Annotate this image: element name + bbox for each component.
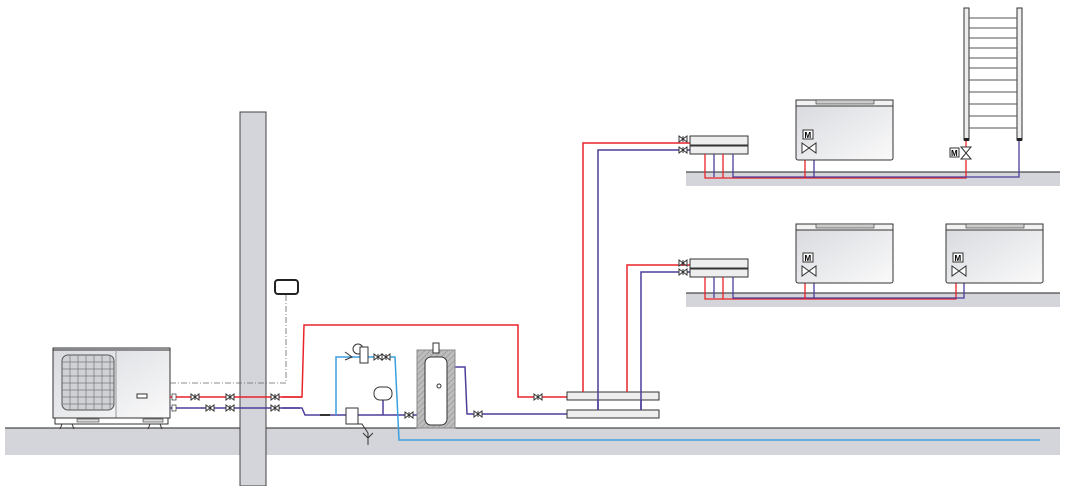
shutoff-valve-icon (533, 393, 543, 401)
riser-supply-lower (626, 264, 690, 392)
supply-pipe-main (282, 324, 567, 398)
manifold-upper-supply (689, 135, 749, 146)
shutoff-valve-icon (270, 393, 280, 401)
shutoff-valve-icon (473, 410, 483, 418)
heat-pump-outdoor-unit (52, 347, 171, 430)
fan-coil-lower-left: M (795, 223, 894, 284)
ground-slab (5, 428, 1060, 455)
filter-valve-icon (205, 404, 215, 412)
room-controller[interactable] (274, 279, 299, 295)
actuator-label: M (805, 131, 812, 140)
control-cable (170, 294, 287, 384)
return-pipe-main (282, 407, 420, 416)
filter-valve-icon (190, 393, 200, 401)
manifold-lower-return (689, 268, 749, 278)
towel-rail-radiator: M (949, 7, 1023, 160)
riser-return-upper (597, 149, 690, 410)
return-pipe-tank (452, 366, 567, 415)
upper-floor-slab (686, 172, 1060, 186)
fill-valve-assembly (344, 343, 391, 364)
fan-coil-upper: M (795, 99, 894, 161)
exterior-wall (239, 111, 267, 486)
distributor-return (566, 409, 660, 419)
shutoff-valve-icon (404, 411, 414, 419)
middle-floor-slab (686, 293, 1060, 307)
buffer-tank (416, 342, 456, 429)
riser-return-lower (640, 271, 690, 410)
actuator-label: M (955, 254, 962, 263)
riser-supply-upper (582, 142, 690, 392)
fan-coil-lower-right: M (945, 223, 1044, 284)
manifold-upper-return (689, 145, 749, 155)
actuator-label: M (951, 149, 958, 158)
expansion-vessel (373, 386, 393, 401)
dirt-separator (345, 407, 359, 425)
shutoff-valve-icon (225, 404, 235, 412)
actuator-label: M (805, 254, 812, 263)
shutoff-valve-icon (270, 404, 280, 412)
shutoff-valve-icon (225, 393, 235, 401)
distributor-supply (566, 391, 660, 401)
manifold-lower-supply (689, 258, 749, 269)
cold-water-pipe (335, 356, 1040, 441)
